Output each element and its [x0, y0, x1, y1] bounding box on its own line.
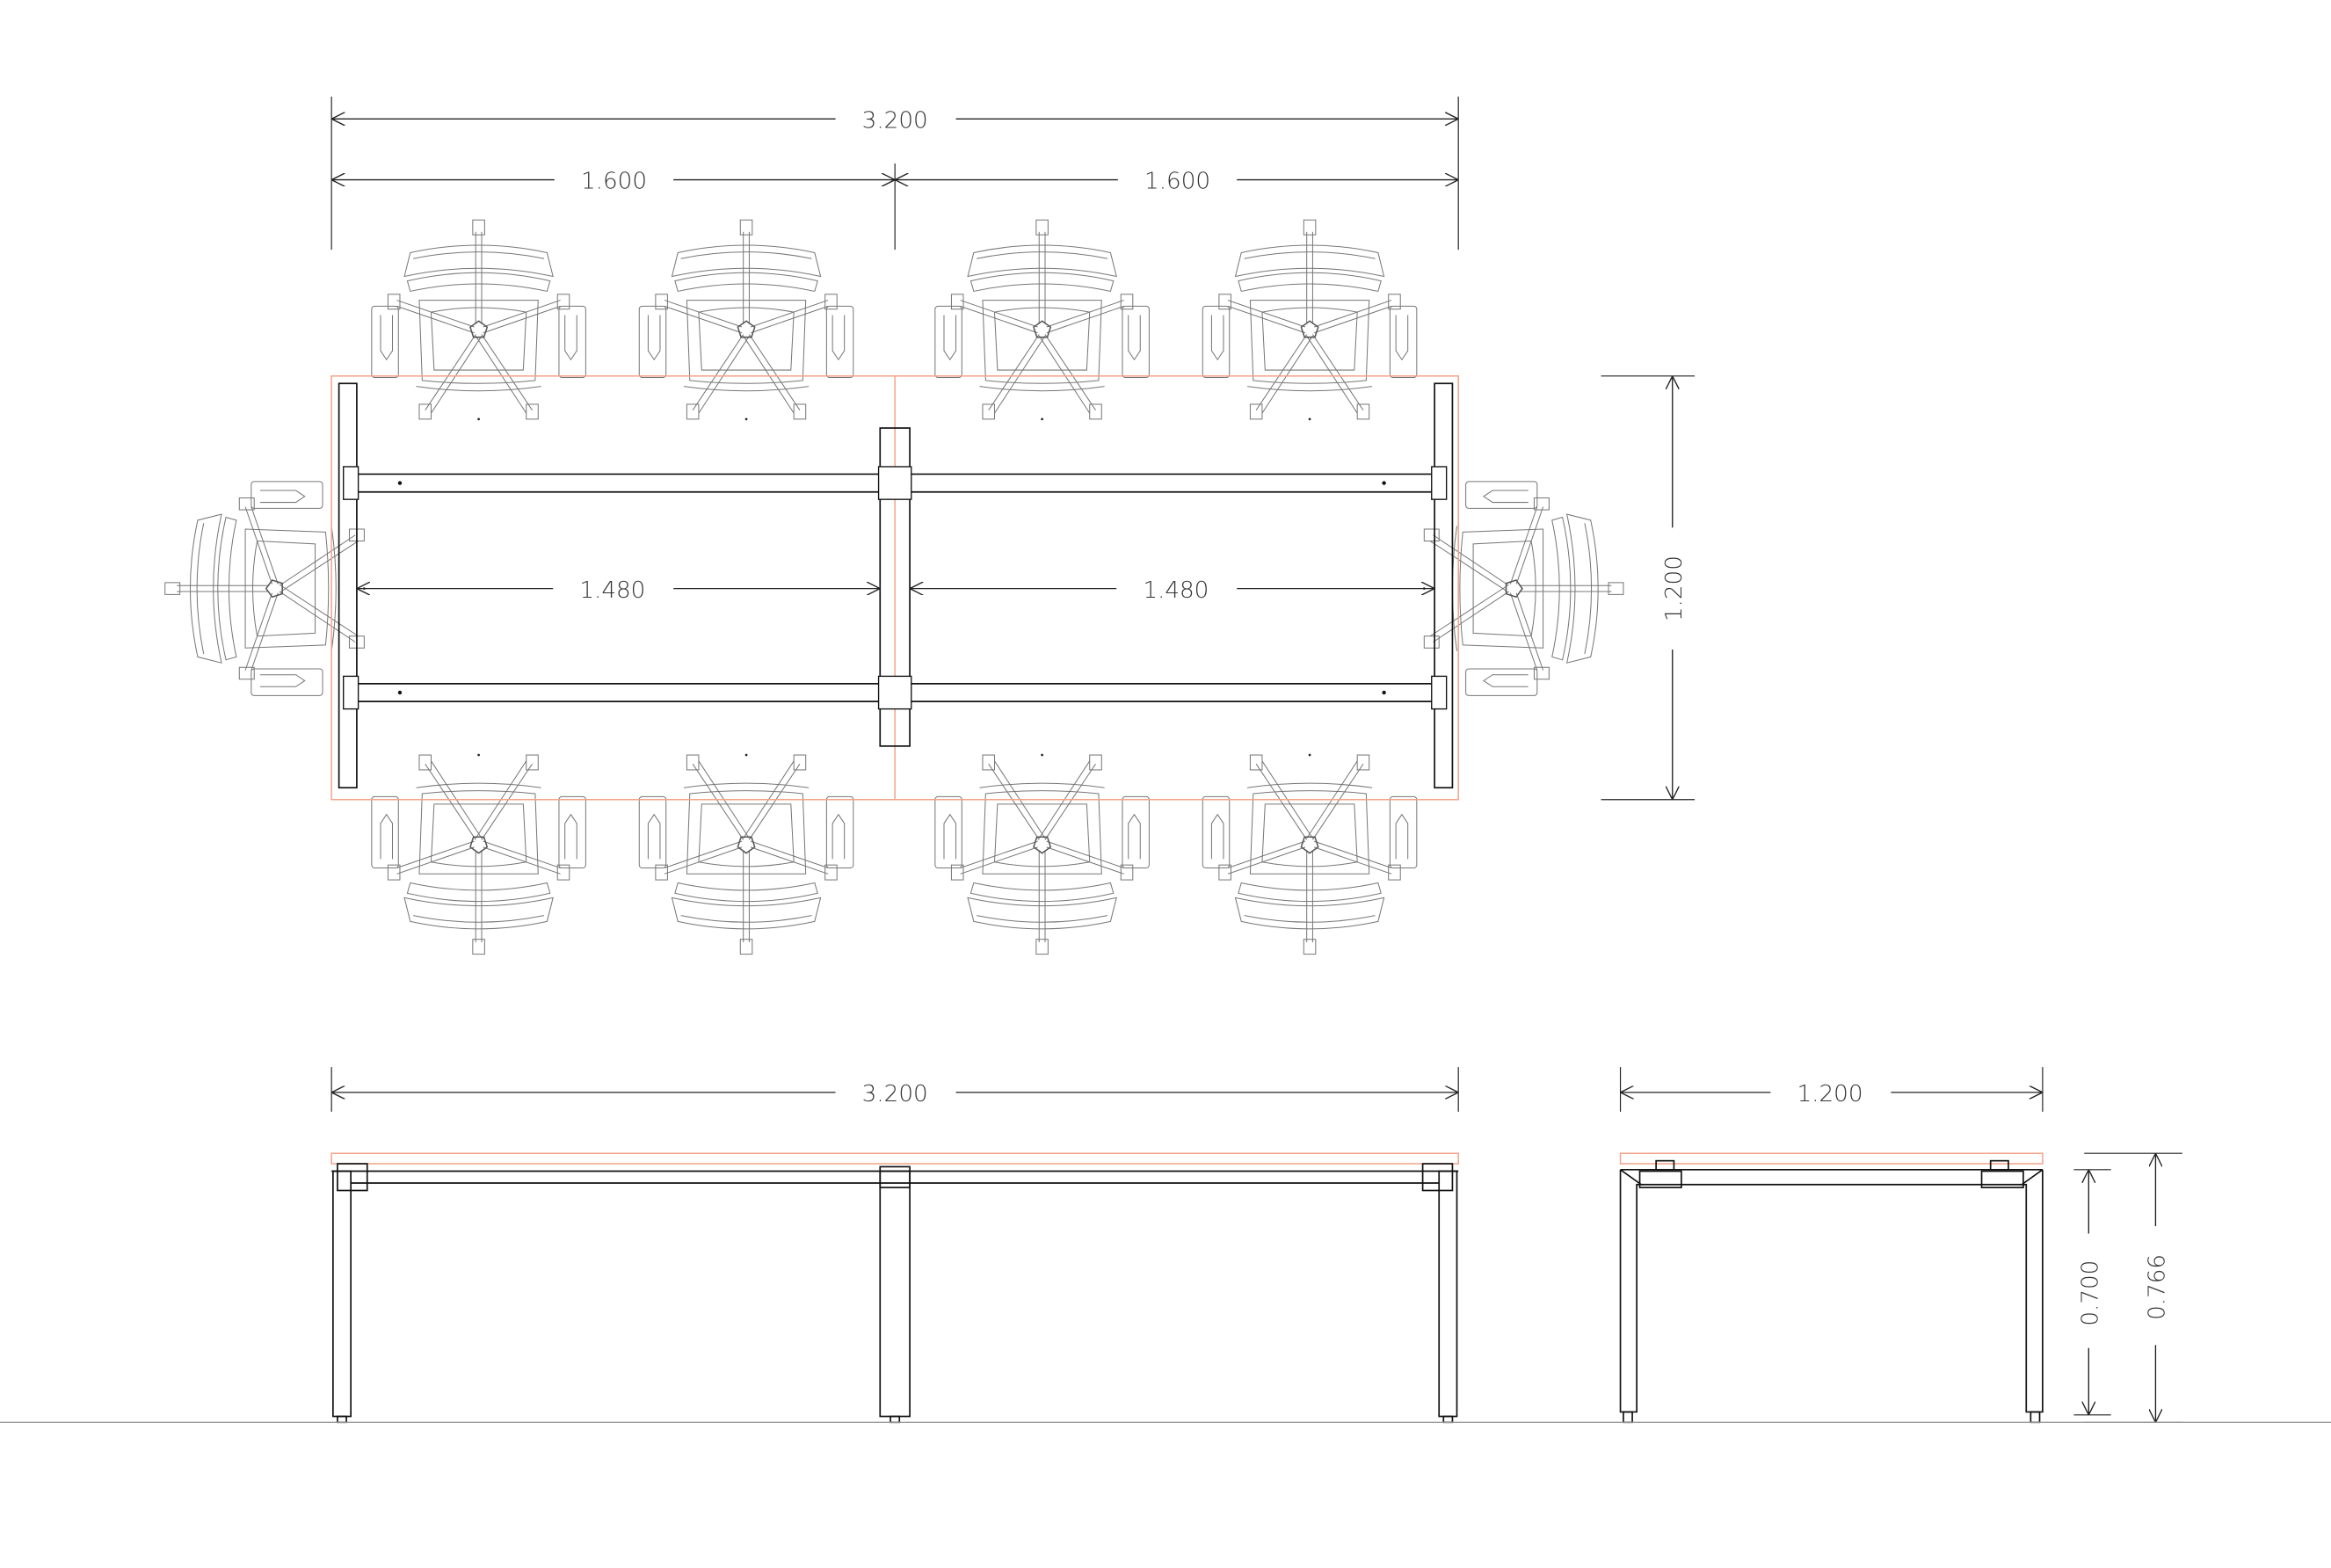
leg-plate-left — [338, 382, 358, 789]
side-bracket-right — [1980, 1170, 2024, 1188]
plan-dimensions: 3.200 1.600 1.600 1.200 — [330, 96, 1696, 801]
side-bracket-left — [1638, 1170, 1682, 1188]
chair-bottom-3 — [933, 752, 1151, 955]
brackets — [343, 466, 1448, 710]
overall-length-label: 3.200 — [862, 107, 928, 134]
frame-height-label: 0.700 — [2077, 1260, 2103, 1326]
left-module-dimension: 1.600 — [331, 169, 896, 195]
overall-length-dimension: 3.200 — [331, 107, 1459, 134]
right-module-label: 1.600 — [1144, 169, 1210, 195]
right-inner-span-label: 1.480 — [1143, 577, 1209, 604]
left-inner-span-label: 1.480 — [579, 577, 645, 604]
right-module-dimension: 1.600 — [895, 169, 1459, 195]
depth-label: 1.200 — [1661, 555, 1688, 621]
rails — [356, 473, 1435, 702]
chair-top-3 — [933, 219, 1151, 422]
side-elevation-dimensions: 1.200 0.700 0.766 — [1619, 1067, 2182, 1423]
chair-top-4 — [1202, 219, 1418, 422]
chair-top-2 — [638, 219, 854, 422]
front-leg-middle — [879, 1170, 911, 1418]
chair-top-1 — [370, 219, 587, 422]
table-plan — [330, 375, 1459, 801]
front-length-label: 3.200 — [862, 1081, 928, 1107]
chairs — [163, 219, 1624, 955]
side-elevation — [1619, 1152, 2044, 1424]
left-inner-span-dimension: 1.480 — [356, 577, 881, 604]
side-depth-label: 1.200 — [1797, 1081, 1863, 1107]
chair-bottom-4 — [1202, 752, 1418, 955]
chair-bottom-2 — [638, 752, 854, 955]
leg-plate-right — [1434, 382, 1454, 789]
inner-span-dimensions: 1.480 1.480 — [356, 577, 1435, 604]
front-leg-right — [1438, 1170, 1458, 1418]
tabletop-front — [330, 1152, 1459, 1165]
chair-left-end — [163, 481, 367, 697]
tabletop-side — [1619, 1152, 2044, 1165]
total-height-label: 0.766 — [2145, 1254, 2171, 1320]
front-leg-left — [332, 1170, 352, 1418]
right-inner-span-dimension: 1.480 — [910, 577, 1435, 604]
chair-bottom-1 — [370, 752, 587, 955]
front-elevation-dimension: 3.200 — [330, 1067, 1459, 1112]
left-module-label: 1.600 — [581, 169, 647, 195]
depth-dimension: 1.200 — [1601, 375, 1696, 801]
front-elevation — [330, 1152, 1459, 1424]
